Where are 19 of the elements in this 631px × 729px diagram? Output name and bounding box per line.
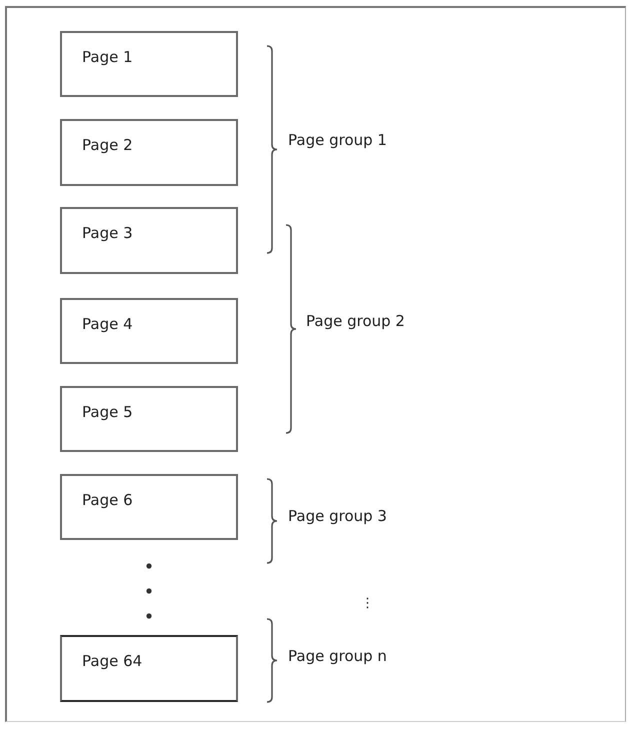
page-box: [60, 298, 238, 364]
page-label: Page 5: [82, 402, 133, 422]
ellipsis-text: ⋮: [361, 595, 374, 613]
page-label: Page 6: [82, 490, 133, 510]
group-label: Page group 3: [288, 506, 387, 526]
page-label: Page 2: [82, 135, 133, 155]
group-label: Page group 1: [288, 130, 387, 150]
page-label: Page 3: [82, 223, 133, 243]
page-box: [60, 474, 238, 540]
group-label: Page group n: [288, 646, 387, 666]
page-box: [60, 31, 238, 97]
page-box: [60, 207, 238, 274]
page-box: [60, 386, 238, 452]
page-box: [60, 635, 238, 702]
page-label: Page 4: [82, 314, 133, 334]
page-box: [60, 119, 238, 186]
group-label: Page group 2: [306, 311, 405, 331]
page-label: Page 1: [82, 47, 133, 67]
page-label: Page 64: [82, 651, 142, 671]
